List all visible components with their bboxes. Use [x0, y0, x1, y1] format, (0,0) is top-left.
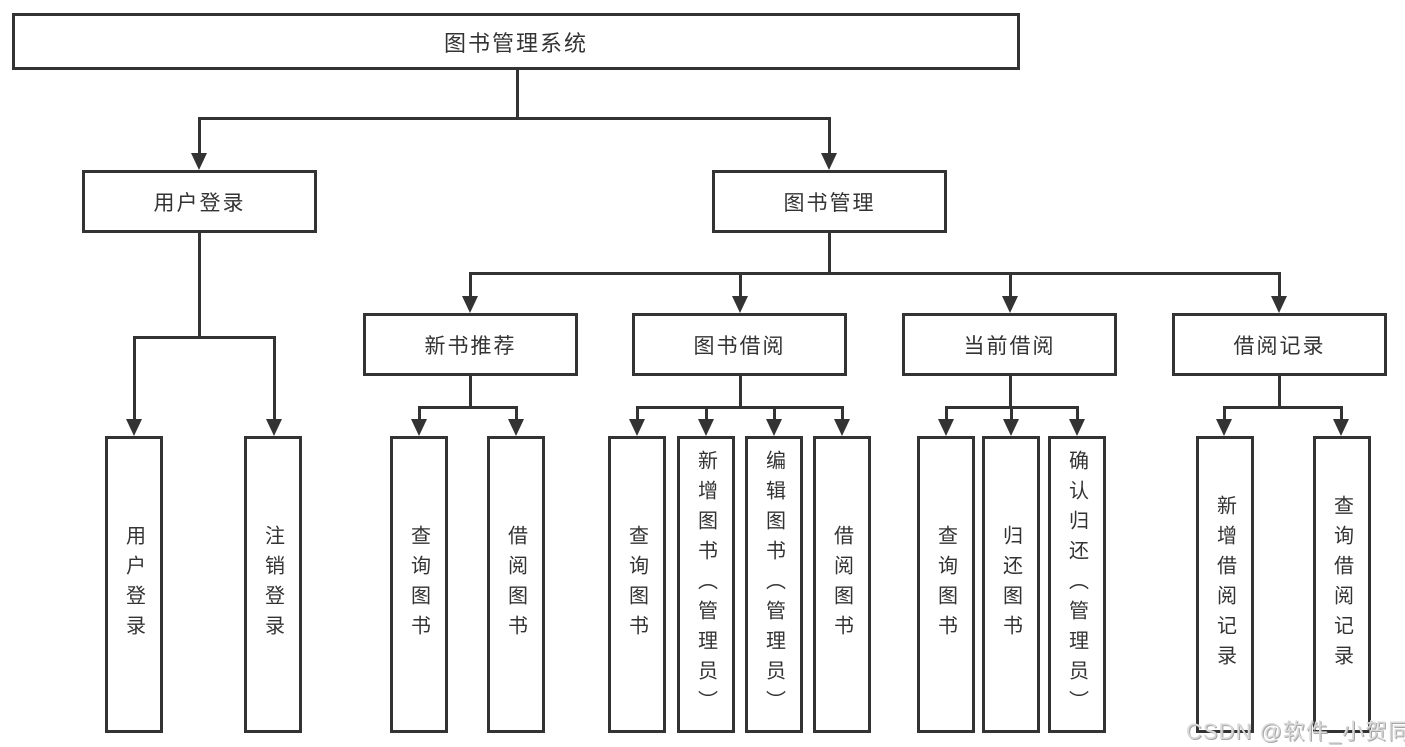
leaf-user-login: 用户登录 — [105, 436, 163, 733]
csdn-watermark: CSDN @软件_小贺同学 — [1186, 719, 1405, 744]
connector-br-drop-2 — [1340, 406, 1343, 419]
node-new-book-recommend: 新书推荐 — [363, 313, 578, 376]
leaf-bb-add-books-admin-label: 新增图书（管理员） — [694, 449, 717, 720]
leaf-nb-borrow-books-label: 借阅图书 — [504, 524, 527, 645]
leaf-br-query-record: 查询借阅记录 — [1313, 436, 1371, 733]
leaf-bb-query-books-label: 查询图书 — [625, 524, 648, 645]
connector-book-borrow-rail — [636, 406, 843, 409]
leaf-bb-add-books-admin: 新增图书（管理员） — [677, 436, 735, 733]
arrow-down-icon — [1069, 419, 1085, 436]
leaf-user-login-label: 用户登录 — [122, 524, 145, 645]
arrow-down-icon — [1216, 419, 1232, 436]
leaf-br-add-record: 新增借阅记录 — [1196, 436, 1254, 733]
leaf-cb-confirm-return-admin-label: 确认归还（管理员） — [1065, 449, 1088, 720]
node-book-management: 图书管理 — [712, 170, 947, 233]
leaf-cb-confirm-return-admin: 确认归还（管理员） — [1048, 436, 1106, 733]
leaf-nb-query-books: 查询图书 — [390, 436, 448, 733]
connector-cb-drop-3 — [1076, 406, 1079, 419]
node-root-label: 图书管理系统 — [443, 30, 588, 56]
arrow-down-icon — [411, 419, 427, 436]
leaf-nb-borrow-books: 借阅图书 — [487, 436, 545, 733]
arrow-down-icon — [629, 419, 645, 436]
leaf-logout-label: 注销登录 — [261, 524, 284, 645]
arrow-down-icon — [191, 153, 207, 170]
node-user-login: 用户登录 — [82, 170, 317, 233]
leaf-nb-query-books-label: 查询图书 — [407, 524, 430, 645]
connector-borrow-records-rail — [1223, 406, 1343, 409]
connector-bm-drop-2 — [739, 272, 742, 296]
connector-book-borrow-stem — [739, 376, 742, 407]
leaf-bb-query-books: 查询图书 — [608, 436, 666, 733]
node-book-management-label: 图书管理 — [783, 191, 876, 215]
connector-root-rail — [198, 117, 830, 120]
connector-root-drop-left — [198, 117, 201, 154]
node-root: 图书管理系统 — [12, 13, 1020, 70]
connector-bb-drop-1 — [636, 406, 639, 419]
leaf-bb-borrow-books-label: 借阅图书 — [830, 524, 853, 645]
node-current-borrow-label: 当前借阅 — [963, 334, 1056, 358]
connector-user-login-stem — [198, 233, 201, 337]
connector-bm-drop-1 — [469, 272, 472, 296]
leaf-cb-return-books: 归还图书 — [982, 436, 1040, 733]
leaf-cb-query-books: 查询图书 — [917, 436, 975, 733]
leaf-br-query-record-label: 查询借阅记录 — [1330, 494, 1353, 675]
node-borrow-records: 借阅记录 — [1172, 313, 1387, 376]
node-book-borrow-label: 图书借阅 — [693, 334, 786, 358]
leaf-cb-query-books-label: 查询图书 — [934, 524, 957, 645]
arrow-down-icon — [508, 419, 524, 436]
connector-user-login-rail — [133, 336, 275, 339]
arrow-down-icon — [266, 419, 282, 436]
leaf-logout: 注销登录 — [244, 436, 302, 733]
leaf-bb-borrow-books: 借阅图书 — [813, 436, 871, 733]
arrow-down-icon — [126, 419, 142, 436]
node-new-book-recommend-label: 新书推荐 — [424, 334, 517, 358]
arrow-down-icon — [1002, 296, 1018, 313]
arrow-down-icon — [938, 419, 954, 436]
leaf-bb-edit-books-admin-label: 编辑图书（管理员） — [762, 449, 785, 720]
arrow-down-icon — [462, 296, 478, 313]
connector-bb-drop-3 — [773, 406, 776, 419]
node-current-borrow: 当前借阅 — [902, 313, 1117, 376]
arrow-down-icon — [732, 296, 748, 313]
connector-current-borrow-stem — [1009, 376, 1012, 407]
connector-book-management-stem — [828, 233, 831, 273]
leaf-bb-edit-books-admin: 编辑图书（管理员） — [745, 436, 803, 733]
arrow-down-icon — [698, 419, 714, 436]
connector-root-stem — [516, 70, 519, 118]
connector-user-login-drop-2 — [273, 336, 276, 419]
arrow-down-icon — [766, 419, 782, 436]
node-user-login-label: 用户登录 — [153, 191, 246, 215]
connector-bm-drop-3 — [1009, 272, 1012, 296]
arrow-down-icon — [1333, 419, 1349, 436]
connector-user-login-drop-1 — [133, 336, 136, 419]
connector-br-drop-1 — [1223, 406, 1226, 419]
connector-new-book-rail — [418, 406, 518, 409]
connector-bm-drop-4 — [1278, 272, 1281, 296]
connector-bb-drop-2 — [705, 406, 708, 419]
leaf-br-add-record-label: 新增借阅记录 — [1213, 494, 1236, 675]
connector-root-drop-right — [828, 117, 831, 154]
connector-cb-drop-2 — [1010, 406, 1013, 419]
arrow-down-icon — [1003, 419, 1019, 436]
node-borrow-records-label: 借阅记录 — [1233, 334, 1326, 358]
arrow-down-icon — [1271, 296, 1287, 313]
connector-cb-drop-1 — [945, 406, 948, 419]
arrow-down-icon — [834, 419, 850, 436]
connector-new-book-stem — [469, 376, 472, 407]
connector-nb-drop-2 — [515, 406, 518, 419]
node-book-borrow: 图书借阅 — [632, 313, 847, 376]
connector-book-management-rail — [469, 272, 1280, 275]
connector-bb-drop-4 — [841, 406, 844, 419]
leaf-cb-return-books-label: 归还图书 — [999, 524, 1022, 645]
arrow-down-icon — [821, 153, 837, 170]
connector-borrow-records-stem — [1278, 376, 1281, 407]
connector-nb-drop-1 — [418, 406, 421, 419]
